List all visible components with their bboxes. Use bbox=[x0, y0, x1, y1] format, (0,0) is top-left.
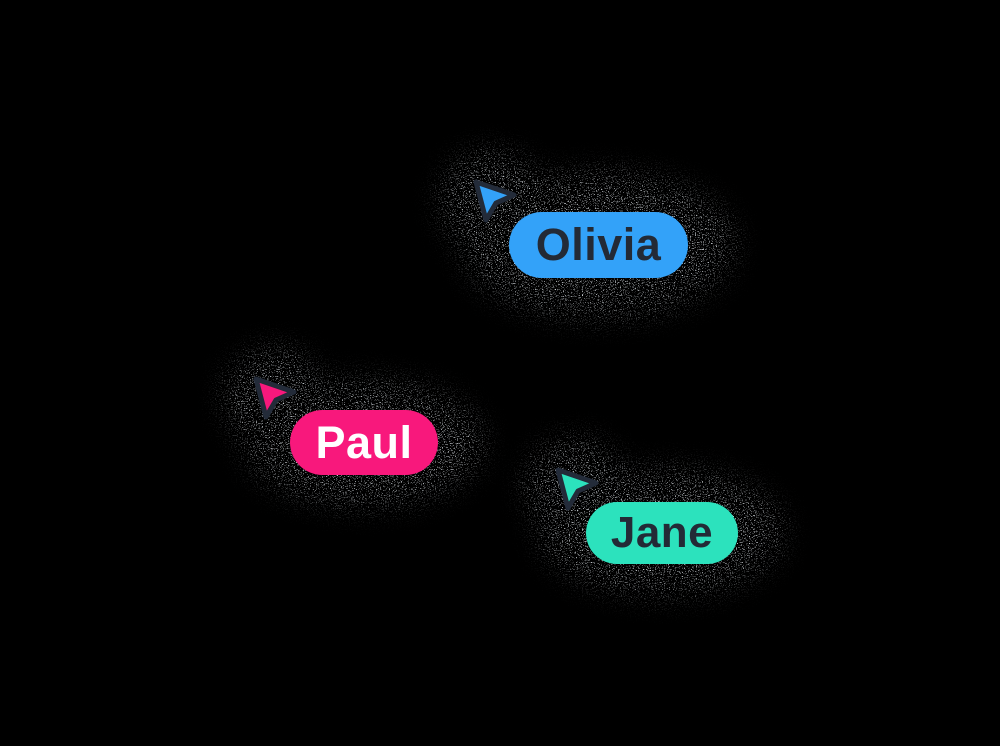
user-name-label: Jane bbox=[586, 502, 738, 564]
cursor-arrow-icon bbox=[555, 467, 599, 511]
cursor-arrow-icon bbox=[253, 376, 297, 420]
user-name: Paul bbox=[315, 416, 413, 468]
cursor-arrow-shape bbox=[555, 467, 599, 511]
cursor-arrow-shape bbox=[253, 376, 297, 420]
user-name: Olivia bbox=[535, 219, 662, 270]
cursor-arrow-icon bbox=[473, 179, 517, 223]
user-name: Jane bbox=[610, 508, 714, 557]
cursor-arrow-shape bbox=[473, 179, 517, 223]
user-name-label: Paul bbox=[290, 410, 438, 475]
user-name-label: Olivia bbox=[509, 212, 688, 278]
